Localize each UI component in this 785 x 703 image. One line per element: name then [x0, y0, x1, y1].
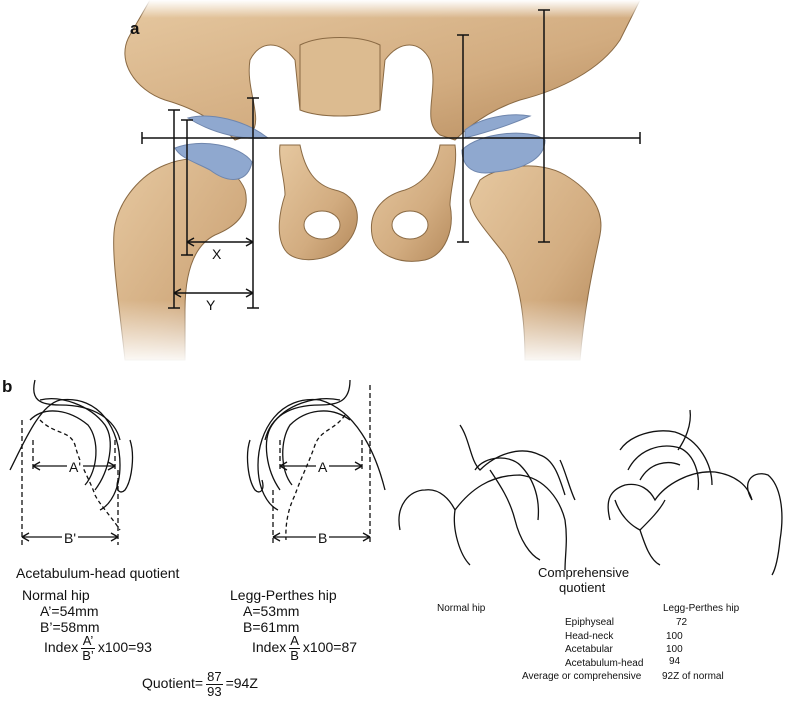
panel-b-label: b	[2, 377, 13, 396]
normal-hip-diagram	[9, 379, 134, 545]
perthes-outer-label: B	[316, 530, 330, 546]
comprehensive-normal-hip-label: Normal hip	[437, 603, 486, 614]
comprehensive-perthes-hip-label: Legg-Perthes hip	[663, 603, 740, 614]
left-obturator-foramen	[303, 210, 341, 240]
right-epiphysis-cartilage	[461, 132, 546, 174]
row-average-name: Average or comprehensive	[522, 671, 642, 682]
normal-inner-label: A'	[67, 459, 84, 475]
right-pubic-ring	[370, 144, 457, 262]
quotient-numerator: 87	[206, 669, 223, 685]
quotient-prefix: Quotient=	[142, 675, 204, 692]
perthes-index-numerator: A	[289, 633, 300, 649]
perthes-index-suffix: x100=87	[302, 639, 358, 656]
normal-b-value: B’=58mm	[40, 619, 100, 635]
comprehensive-normal-hip-diagram	[398, 424, 576, 571]
normal-a-value: A’=54mm	[40, 603, 99, 619]
row-acetabular-name: Acetabular	[565, 644, 613, 655]
perthes-inner-label: A	[316, 459, 330, 475]
row-acetabular-value: 100	[666, 644, 683, 655]
fade-bottom	[0, 300, 785, 365]
quotient-result: =94Z	[225, 675, 258, 692]
row-head-neck-name: Head-neck	[565, 631, 614, 642]
row-acetabulum-head-name: Acetabulum-head	[565, 658, 644, 669]
perthes-hip-diagram	[246, 379, 386, 545]
row-head-neck-value: 100	[666, 631, 683, 642]
normal-outer-label: B'	[62, 530, 79, 546]
left-pubic-ring	[278, 144, 358, 261]
measurement-lines	[141, 9, 641, 309]
comprehensive-perthes-hip-diagram	[607, 409, 783, 576]
normal-index-denominator: B’	[82, 648, 94, 663]
normal-index-numerator: A’	[81, 633, 95, 649]
left-epiphysis-cartilage	[174, 142, 253, 180]
perthes-b-value: B=61mm	[243, 619, 300, 635]
comprehensive-title-line2: quotient	[559, 580, 606, 595]
row-epiphyseal-value: 72	[676, 617, 688, 628]
normal-index-prefix: Index	[44, 639, 79, 656]
sacrum-shape	[299, 37, 381, 117]
x-measure-label: X	[212, 246, 222, 262]
y-measure-label: Y	[206, 297, 216, 313]
fade-top	[100, 0, 685, 18]
quotient-denominator: 93	[207, 684, 222, 699]
acetabulum-head-quotient-title: Acetabulum-head quotient	[16, 565, 180, 581]
perthes-index-prefix: Index	[252, 639, 287, 656]
normal-hip-heading: Normal hip	[22, 587, 90, 603]
row-acetabulum-head-value: 94	[669, 656, 681, 667]
comprehensive-title-line1: Comprehensive	[538, 565, 630, 580]
right-obturator-foramen	[391, 210, 429, 240]
normal-index-suffix: x100=93	[97, 639, 152, 656]
panel-a-label: a	[130, 19, 140, 38]
cartilage-regions	[174, 114, 546, 180]
row-epiphyseal-name: Epiphyseal	[565, 617, 614, 628]
normal-index-fraction: A’B’	[81, 634, 95, 663]
perthes-a-value: A=53mm	[243, 603, 300, 619]
row-average-value: 92Z of normal	[662, 671, 724, 682]
perthes-hip-heading: Legg-Perthes hip	[230, 587, 337, 603]
right-acetabular-cartilage	[464, 114, 532, 139]
perthes-index-denominator: B	[290, 648, 299, 663]
